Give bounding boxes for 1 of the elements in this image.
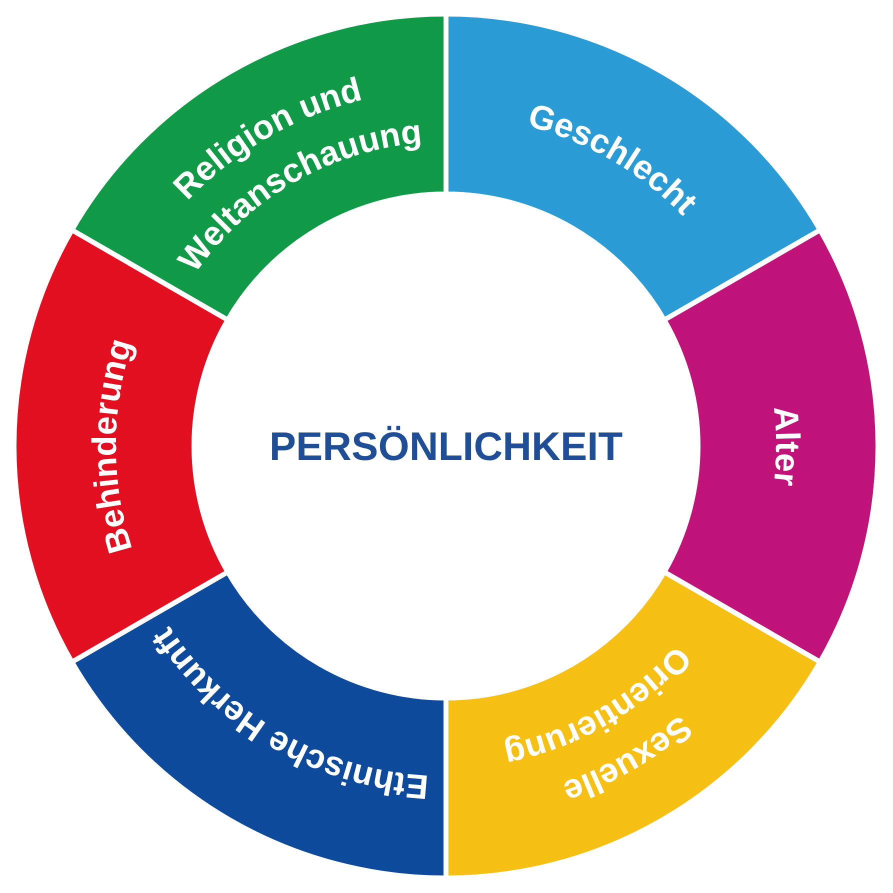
center-label: PERSÖNLICHKEIT: [269, 425, 623, 469]
